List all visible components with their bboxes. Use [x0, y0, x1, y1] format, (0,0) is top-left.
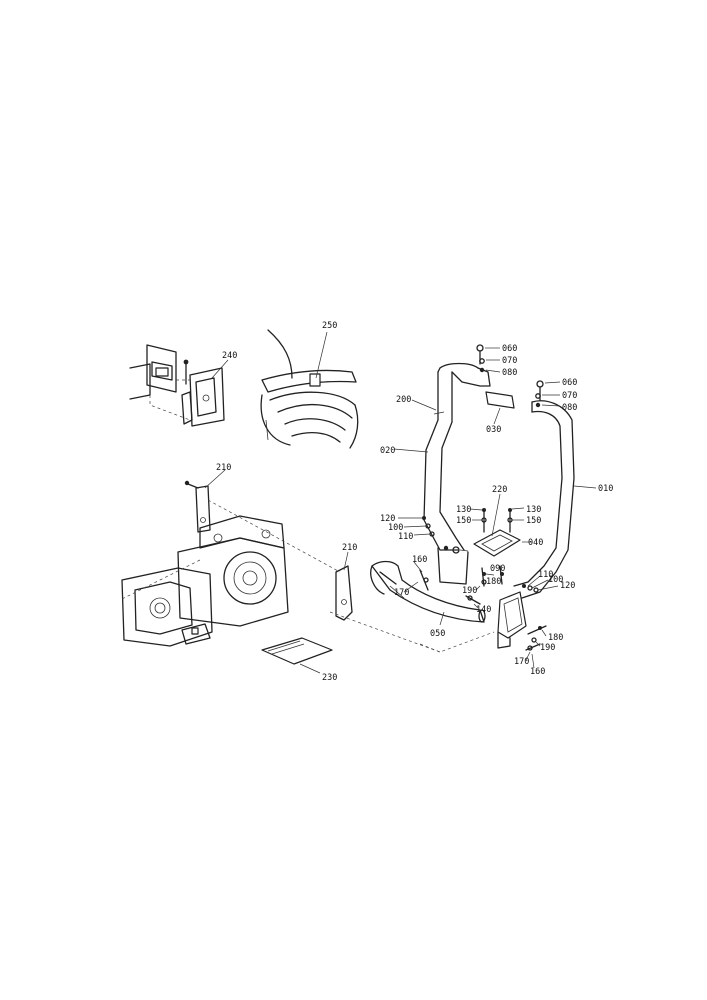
label-050: 050 [430, 629, 445, 639]
label-060-top: 060 [502, 344, 517, 354]
label-020: 020 [380, 446, 395, 456]
label-100-left: 100 [388, 523, 403, 533]
label-060-right: 060 [562, 378, 577, 388]
fasteners-lower-right [522, 575, 559, 669]
label-110-left: 110 [398, 532, 413, 542]
label-070-right: 070 [562, 391, 577, 401]
rops-left-upright [393, 362, 491, 585]
operator-manual [261, 637, 333, 674]
label-220: 220 [492, 485, 507, 495]
label-100-right: 100 [548, 575, 563, 585]
label-170-right: 170 [514, 657, 529, 667]
label-190-mid: 190 [462, 586, 477, 596]
mounting-plate-220 [473, 493, 532, 557]
lower-cross-tube-050 [329, 560, 495, 653]
label-200: 200 [396, 395, 411, 405]
label-210-left: 210 [216, 463, 231, 473]
fasteners-mid-cluster [403, 561, 504, 609]
label-140: 140 [476, 605, 491, 615]
mounting-bracket-assembly [129, 344, 229, 427]
label-150-right: 150 [526, 516, 541, 526]
fender-tire-drawing [260, 329, 359, 449]
label-150-left: 150 [456, 516, 471, 526]
top-fasteners-right [535, 380, 561, 408]
lower-right-bracket [497, 591, 527, 649]
label-080-top: 080 [502, 368, 517, 378]
label-170-mid: 170 [394, 588, 409, 598]
label-040: 040 [528, 538, 543, 548]
bracket-210-right [335, 551, 353, 621]
bracket-210-left [184, 469, 341, 573]
label-120-left: 120 [380, 514, 395, 524]
label-190-right: 190 [540, 643, 555, 653]
label-030: 030 [486, 425, 501, 435]
top-fasteners-left [476, 344, 501, 373]
label-070-top: 070 [502, 356, 517, 366]
top-cushion-030 [485, 391, 515, 425]
label-240: 240 [222, 351, 237, 361]
label-160-right: 160 [530, 667, 545, 677]
label-130-right: 130 [526, 505, 541, 515]
label-160-mid: 160 [412, 555, 427, 565]
fasteners-left-cluster [398, 507, 525, 554]
label-090: 090 [490, 564, 505, 574]
label-120-right: 120 [560, 581, 575, 591]
label-180-right: 180 [548, 633, 563, 643]
label-010: 010 [598, 484, 613, 494]
label-080-right: 080 [562, 403, 577, 413]
label-230: 230 [322, 673, 337, 683]
label-180-mid: 180 [486, 577, 501, 587]
rops-right-upright [513, 400, 597, 599]
label-110-right: 110 [538, 570, 553, 580]
part-number-labels: 250 240 060 070 080 060 070 080 200 030 … [216, 321, 613, 683]
transmission-housing [119, 515, 289, 647]
label-130-left: 130 [456, 505, 471, 515]
label-210-right: 210 [342, 543, 357, 553]
label-250: 250 [322, 321, 337, 331]
